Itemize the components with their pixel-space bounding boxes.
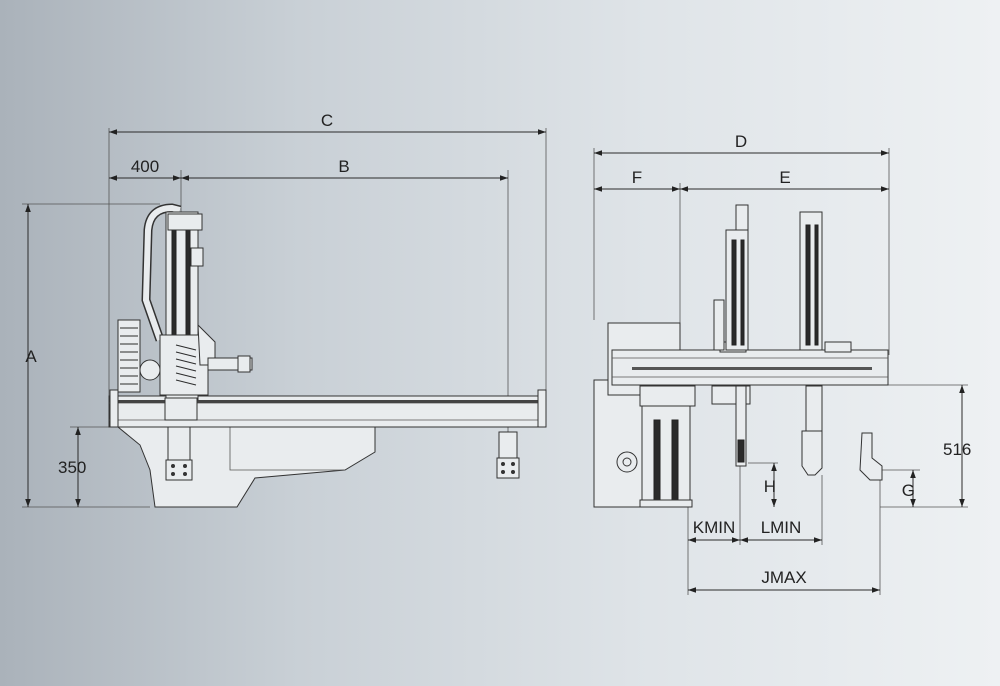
dim-label-400: 400	[131, 157, 159, 176]
arm-right	[799, 211, 823, 476]
dim-label-d: D	[735, 132, 747, 151]
dim-label-lmin: LMIN	[761, 518, 802, 537]
dim-label-jmax: JMAX	[761, 568, 806, 587]
dim-label-h: H	[764, 477, 776, 496]
dim-label-e: E	[779, 168, 790, 187]
base-cabinet	[593, 379, 693, 508]
dim-label-350: 350	[58, 458, 86, 477]
dim-label-f: F	[632, 168, 642, 187]
dim-label-516: 516	[943, 440, 971, 459]
front-view: D F E 516 H G KMIN LMIN JMAX	[593, 132, 971, 595]
support-leg-left	[165, 426, 193, 481]
base-pedestal	[116, 426, 376, 508]
lower-gripper	[164, 397, 198, 421]
dim-label-kmin: KMIN	[693, 518, 736, 537]
gripper-tool	[859, 432, 883, 481]
dim-label-a: A	[25, 347, 37, 366]
dim-label-c: C	[321, 111, 333, 130]
arm-left	[713, 204, 749, 467]
side-view: C 400 B A 350	[22, 111, 547, 508]
support-leg-right	[496, 431, 520, 479]
dim-label-b: B	[338, 157, 349, 176]
dim-label-g: G	[902, 481, 915, 500]
carriage	[159, 323, 253, 396]
